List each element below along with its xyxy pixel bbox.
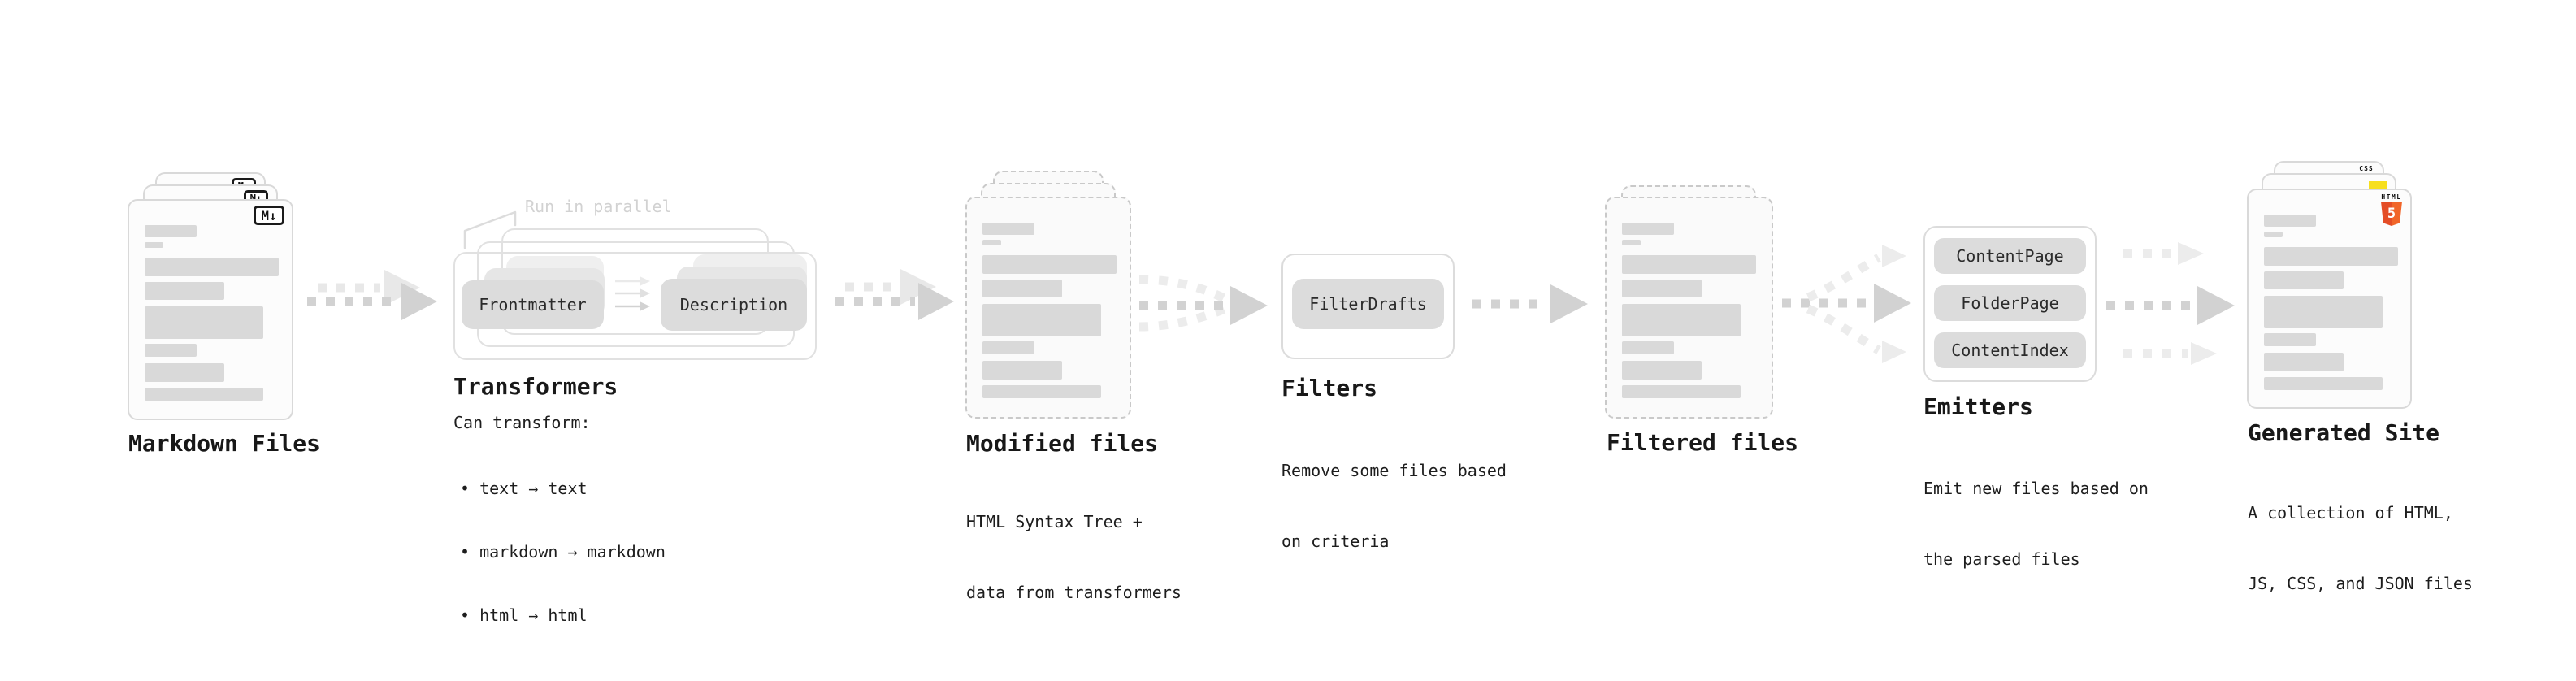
caption-line: HTML Syntax Tree + <box>966 512 1143 531</box>
caption-line: Remove some files based <box>1281 461 1507 480</box>
transformers-bullet-list: • text → text • markdown → markdown • ht… <box>460 436 666 668</box>
stage-label-filters: Filters <box>1281 375 1378 401</box>
file-content-skeleton <box>2249 190 2410 407</box>
emitters-caption: Emit new files based on the parsed files <box>1923 430 2149 618</box>
caption-line: Emit new files based on <box>1923 479 2149 498</box>
generated-file-card-front: HTML 5 <box>2247 189 2412 409</box>
stage-label-filtered-files: Filtered files <box>1607 429 1799 456</box>
html5-icon-label: HTML <box>2381 193 2402 201</box>
folderpage-pill: FolderPage <box>1934 285 2086 321</box>
caption-line: data from transformers <box>966 583 1182 602</box>
html5-icon-shield: 5 <box>2381 202 2402 226</box>
html5-icon: HTML 5 <box>2380 193 2403 226</box>
filterdrafts-pill: FilterDrafts <box>1292 279 1444 329</box>
caption-line: the parsed files <box>1923 549 2080 569</box>
transformers-caption-title: Can transform: <box>453 413 591 432</box>
modified-files-caption: HTML Syntax Tree + data from transformer… <box>966 463 1182 652</box>
caption-line: A collection of HTML, <box>2248 503 2453 523</box>
arrow-filtered-to-emitters <box>1782 245 1911 363</box>
arrow-emitters-to-generated <box>2106 242 2235 365</box>
arrow-filters-to-filtered <box>1472 284 1588 323</box>
js-icon <box>2369 181 2387 190</box>
arrow-transformers-to-modified <box>835 269 954 320</box>
bullet-item: • markdown → markdown <box>460 542 666 562</box>
frontmatter-pill: Frontmatter <box>462 280 604 329</box>
contentindex-pill: ContentIndex <box>1934 332 2086 368</box>
html5-icon-number: 5 <box>2387 205 2396 222</box>
arrow-markdown-to-transformers <box>307 270 437 320</box>
markdown-file-card-front: M↓ <box>128 199 293 420</box>
file-content-skeleton <box>967 198 1130 417</box>
modified-file-card-front <box>965 197 1131 419</box>
caption-line: on criteria <box>1281 531 1390 551</box>
file-content-skeleton <box>1607 198 1772 417</box>
stage-label-modified-files: Modified files <box>966 430 1159 457</box>
markdown-icon: M↓ <box>254 206 284 225</box>
description-pill: Description <box>661 279 807 331</box>
css-icon-label: CSS <box>2359 165 2374 172</box>
caption-line: JS, CSS, and JSON files <box>2248 574 2473 593</box>
arrow-modified-to-filters <box>1138 275 1268 332</box>
file-content-skeleton <box>129 201 292 419</box>
transformer-card-front <box>453 252 817 360</box>
bullet-item: • html → html <box>460 605 588 625</box>
stage-label-generated-site: Generated Site <box>2248 419 2440 446</box>
generated-site-caption: A collection of HTML, JS, CSS, and JSON … <box>2248 454 2473 643</box>
stage-label-markdown-files: Markdown Files <box>128 430 321 457</box>
bullet-item: • text → text <box>460 479 588 498</box>
run-in-parallel-leader-line <box>463 210 517 249</box>
run-in-parallel-annotation: Run in parallel <box>525 197 672 216</box>
filters-caption: Remove some files based on criteria <box>1281 412 1507 601</box>
stage-label-emitters: Emitters <box>1923 393 2033 420</box>
stage-label-transformers: Transformers <box>453 373 618 400</box>
transformer-pill-arrows <box>615 276 650 311</box>
filtered-file-card-front <box>1605 197 1773 419</box>
contentpage-pill: ContentPage <box>1934 238 2086 274</box>
